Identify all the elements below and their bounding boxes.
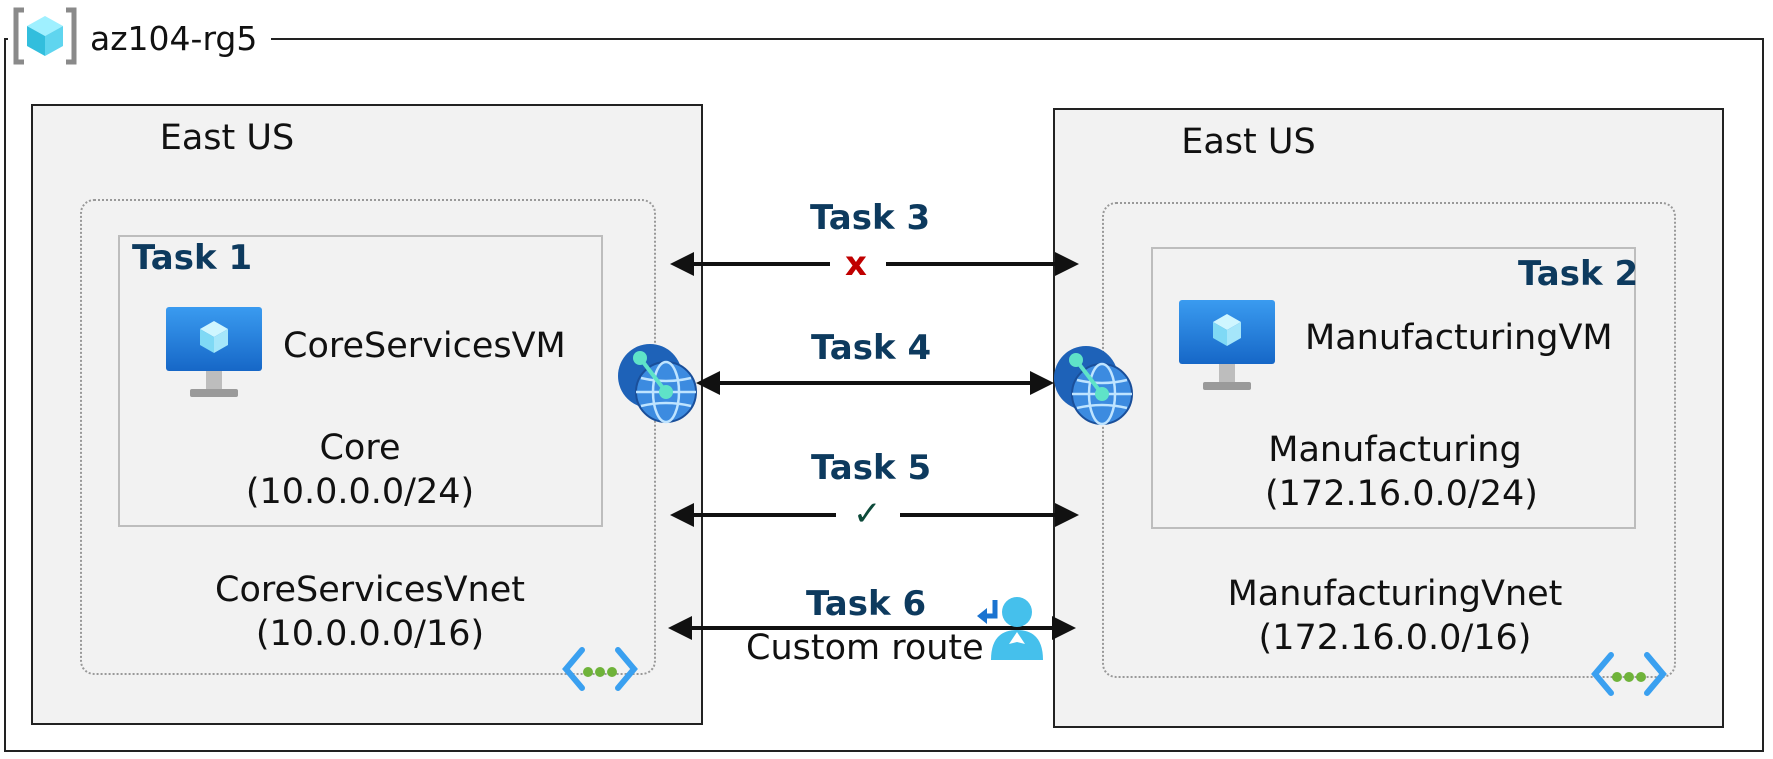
subnet-core xyxy=(118,235,603,527)
resource-group-header: az104-rg5 xyxy=(8,6,272,70)
vnet-core xyxy=(80,199,656,675)
task-2-label: Task 2 xyxy=(1518,254,1639,294)
resource-group-frame xyxy=(4,38,1764,752)
task-6-label: Task 6 xyxy=(806,584,927,624)
checkmark-icon: ✓ xyxy=(853,494,882,534)
subnet-cidr-core: (10.0.0.0/24) xyxy=(245,472,475,512)
subnet-name-manufacturing: Manufacturing xyxy=(1268,430,1522,470)
vnet-name-manufacturing: ManufacturingVnet xyxy=(1227,574,1563,614)
subnet-name-core: Core xyxy=(319,428,401,468)
custom-route-label: Custom route xyxy=(746,628,984,668)
resource-group-icon xyxy=(10,6,80,70)
vnet-manufacturing xyxy=(1102,202,1676,678)
vnet-icon xyxy=(562,646,638,696)
vnet-peering-icon xyxy=(1052,340,1136,434)
resource-group-name: az104-rg5 xyxy=(90,18,258,58)
vm-icon xyxy=(1177,298,1277,398)
region-label: East US xyxy=(159,118,295,158)
task-3-label: Task 3 xyxy=(810,198,931,238)
vm-name-core: CoreServicesVM xyxy=(283,326,566,366)
vnet-name-core: CoreServicesVnet xyxy=(215,570,525,610)
task-1-label: Task 1 xyxy=(132,238,253,278)
vnet-peering-icon xyxy=(616,338,700,432)
subnet-cidr-manufacturing: (172.16.0.0/24) xyxy=(1265,474,1538,514)
vnet-cidr-core: (10.0.0.0/16) xyxy=(255,614,485,654)
vm-icon xyxy=(164,305,264,405)
route-user-icon xyxy=(975,594,1047,668)
vm-name-manufacturing: ManufacturingVM xyxy=(1305,318,1613,358)
task-4-label: Task 4 xyxy=(811,328,932,368)
task-5-label: Task 5 xyxy=(811,448,932,488)
region-label: East US xyxy=(1181,122,1316,162)
x-mark-icon: x xyxy=(845,244,867,284)
vnet-icon xyxy=(1591,651,1667,701)
vnet-cidr-manufacturing: (172.16.0.0/16) xyxy=(1258,618,1532,658)
